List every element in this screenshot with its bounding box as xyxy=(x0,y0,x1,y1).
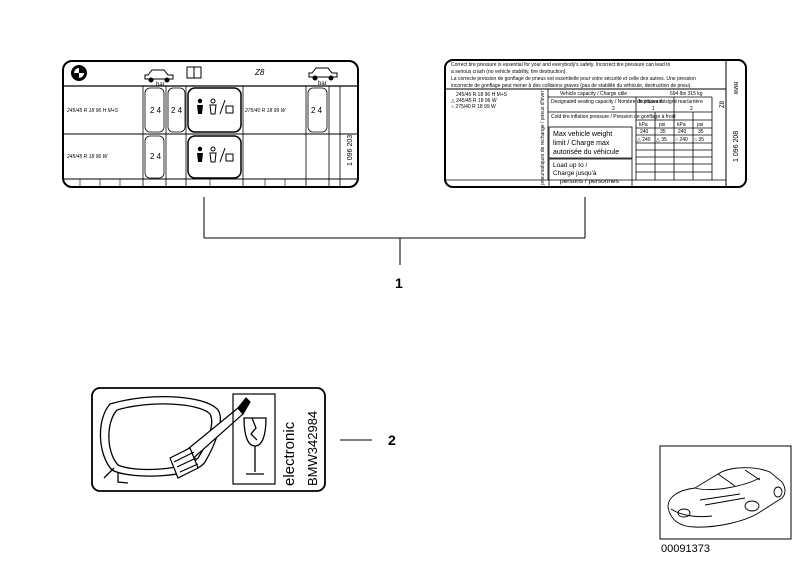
electronic-text: electronic xyxy=(281,421,298,486)
callout-2[interactable]: 2 xyxy=(388,432,396,448)
unit-kpa: kPa xyxy=(639,122,648,128)
unit-psi: psi xyxy=(659,122,665,128)
pressure-cell: 240 xyxy=(640,129,649,135)
capacity-title: Vehicle capacity / Charge utile xyxy=(560,91,627,97)
callout-1[interactable]: 1 xyxy=(395,275,403,291)
part-number: 1 096 203 xyxy=(347,135,354,166)
model-name: Z8 xyxy=(254,68,265,77)
hand-tool-icon xyxy=(169,397,251,479)
brand-code: BMW xyxy=(732,82,738,95)
tire-size: △ 245/45 R 18 96 W xyxy=(451,98,497,104)
car-icon xyxy=(667,467,786,528)
pressure-cell: 35 xyxy=(698,129,704,135)
unit-kpa: kPa xyxy=(677,122,686,128)
part-number: 1 096 208 xyxy=(733,131,740,162)
tire-size: ○ 275/40 R 18 99 W xyxy=(451,104,496,110)
pressure-cell: 35 xyxy=(660,129,666,135)
seating-value: 2 xyxy=(612,106,615,112)
unit-psi: psi xyxy=(697,122,703,128)
capacity-value: 694 lbs 315 kg xyxy=(670,91,703,97)
rear-count: 2 xyxy=(690,106,693,112)
reference-number: 00091373 xyxy=(661,543,710,555)
tire-size: 245/45 R 18 96 W xyxy=(66,154,109,160)
pressure-cell: 240 xyxy=(678,129,687,135)
weight-label: Max vehicle weight xyxy=(553,131,612,138)
warning-text: incorrecte de gonflage peut mener à des … xyxy=(451,83,692,89)
tire-information-label-right[interactable]: Correct tire pressure is essential for y… xyxy=(444,59,747,188)
weight-label: autorisée du véhicule xyxy=(553,149,619,156)
pressure-value: 2 4 xyxy=(150,152,162,161)
load-label: persons / personnes xyxy=(560,178,620,185)
part-code: BMW342984 xyxy=(305,411,320,486)
bmw-logo-icon xyxy=(71,65,87,81)
load-person-icon xyxy=(197,98,234,115)
front-count: 1 xyxy=(652,106,655,112)
rotated-caption: pneumatiques de rechange / pneus d'hiver xyxy=(540,90,546,185)
weight-label: limit / Charge max xyxy=(553,140,610,147)
callout-bracket xyxy=(203,197,586,265)
electronic-warning-label[interactable]: electronic BMW342984 xyxy=(91,387,326,492)
vehicle-thumbnail[interactable] xyxy=(659,445,792,540)
seating-label: Designated seating capacity / Nombre de … xyxy=(551,99,677,105)
pressure-value: 2 4 xyxy=(150,106,162,115)
warning-text: a serious crash (no vehicle stability, t… xyxy=(451,69,567,75)
coldtire-label: Cold tire inflation pressure / Pression … xyxy=(551,114,676,120)
rear-label: rear/arrière xyxy=(678,99,703,105)
pressure-cell: ○ 240 xyxy=(675,137,688,143)
tire-size: 245/45 R 18 96 H M+S xyxy=(66,108,119,114)
tire-size: 275/40 R 18 99 W xyxy=(244,108,287,114)
car-icon xyxy=(308,67,338,81)
load-person-icon xyxy=(197,146,234,163)
car-icon xyxy=(144,69,174,83)
tire-size: 245/45 R 18 96 H M+S xyxy=(456,92,508,98)
pressure-cell: △ 35 xyxy=(656,137,667,143)
warning-text: La correcte pression de gonflage de pneu… xyxy=(451,76,696,82)
front-label: front/avant xyxy=(639,99,663,105)
fragile-glass-icon xyxy=(243,417,267,475)
model-code: Z8 xyxy=(720,100,726,108)
tire-icon xyxy=(99,396,221,484)
pressure-value: 2 4 xyxy=(171,106,183,115)
unit-label: bar xyxy=(318,81,327,87)
tire-pressure-label-left[interactable]: bar Z8 bar 245/45 R 18 96 H M+S 245/45 R… xyxy=(62,60,359,188)
manual-book-icon xyxy=(186,66,202,79)
load-label: Load up to / xyxy=(553,162,588,169)
pressure-cell: ○ 35 xyxy=(694,137,704,143)
pressure-value: 2 4 xyxy=(311,106,323,115)
warning-text: Correct tire pressure is essential for y… xyxy=(451,62,671,68)
pressure-cell: △ 240 xyxy=(637,137,651,143)
load-label: Charge jusqu'à xyxy=(553,170,597,177)
unit-label: bar xyxy=(156,82,165,88)
